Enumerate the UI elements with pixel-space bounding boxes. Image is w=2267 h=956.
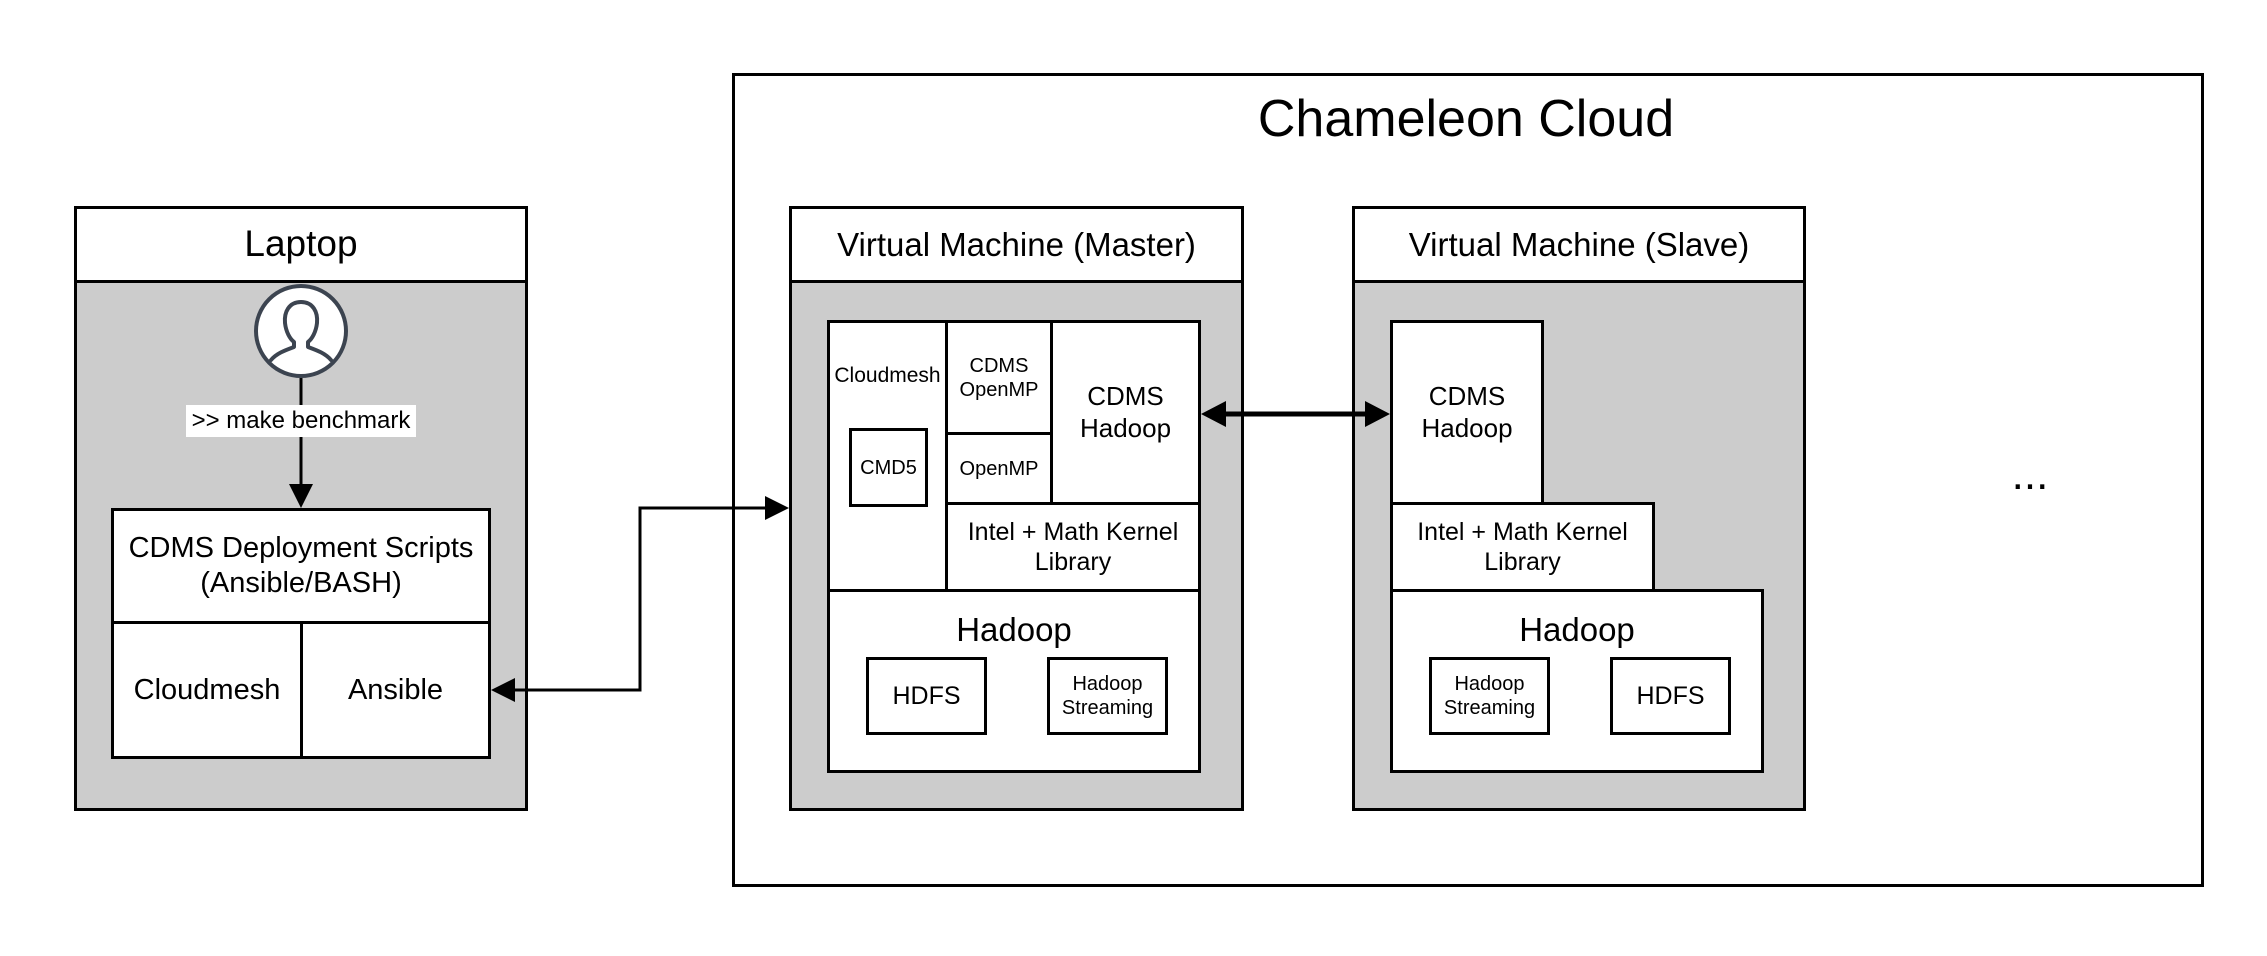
chameleon-cloud-title: Chameleon Cloud: [1257, 89, 1675, 148]
make-benchmark-command: >> make benchmark: [186, 405, 416, 437]
master-cdms-openmp: CDMS OpenMP: [945, 320, 1053, 435]
slave-hadoop-arrowhead: [1365, 401, 1390, 427]
cdms-deployment-scripts: CDMS Deployment Scripts (Ansible/BASH): [111, 508, 491, 624]
scripts-arrowhead: [289, 484, 313, 508]
master-openmp: OpenMP: [945, 432, 1053, 505]
slave-hadoop-label: Hadoop: [1519, 611, 1635, 649]
master-intel-mkl: Intel + Math Kernel Library: [945, 502, 1201, 592]
laptop-title: Laptop: [74, 206, 528, 283]
laptop-cloudmesh: Cloudmesh: [111, 621, 303, 759]
slave-hdfs: HDFS: [1610, 657, 1731, 735]
master-hadoop-arrowhead: [1201, 401, 1226, 427]
vm-slave-title: Virtual Machine (Slave): [1352, 206, 1806, 283]
ansible-master-connector: [512, 506, 768, 692]
master-hadoop-label: Hadoop: [956, 611, 1072, 649]
vm-master-title: Virtual Machine (Master): [789, 206, 1244, 283]
master-vm-arrowhead: [765, 496, 789, 520]
master-hadoop-streaming: Hadoop Streaming: [1047, 657, 1168, 735]
master-cdms-hadoop: CDMS Hadoop: [1050, 320, 1201, 505]
laptop-ansible: Ansible: [300, 621, 491, 759]
master-cmd5: CMD5: [849, 428, 928, 507]
slave-hadoop-streaming: Hadoop Streaming: [1429, 657, 1550, 735]
user-icon: [254, 284, 348, 378]
ansible-arrowhead: [491, 678, 515, 702]
more-nodes-ellipsis: ...: [2011, 449, 2049, 499]
master-cloudmesh-label: Cloudmesh: [834, 364, 941, 388]
master-hdfs: HDFS: [866, 657, 987, 735]
slave-cdms-hadoop: CDMS Hadoop: [1390, 320, 1544, 505]
